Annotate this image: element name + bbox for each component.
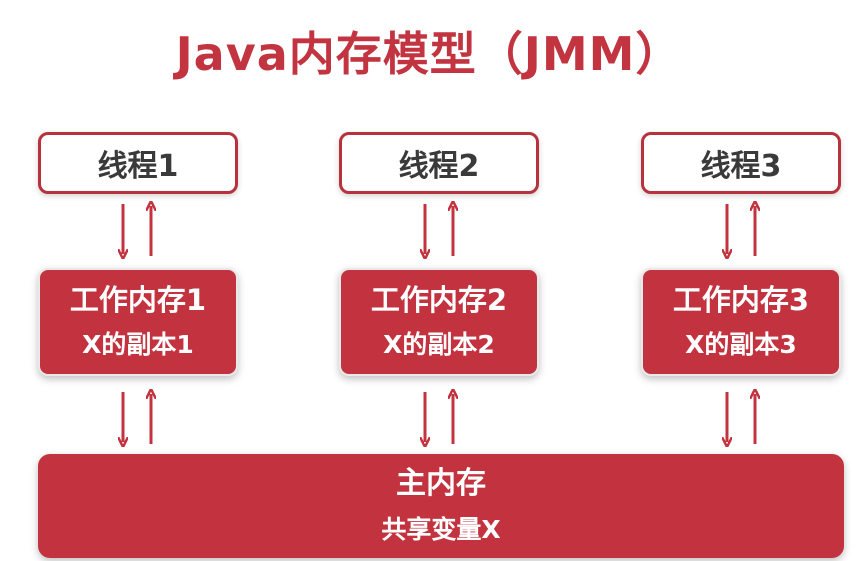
main-memory-box: 主内存 共享变量X (38, 454, 844, 558)
work-memory-3-label: 工作内存3 (672, 283, 810, 317)
work-memory-2-box: 工作内存2 X的副本2 (339, 268, 539, 376)
copy-x-1-label: X的副本1 (82, 330, 194, 359)
work-memory-1-label: 工作内存1 (69, 283, 207, 317)
copy-x-3-label: X的副本3 (685, 330, 797, 359)
work-memory-2-label: 工作内存2 (370, 283, 508, 317)
thread-2-box: 线程2 (339, 132, 539, 194)
diagram-title: Java内存模型（JMM） (175, 27, 683, 81)
thread-1-box: 线程1 (38, 132, 238, 194)
shared-variable-label: 共享变量X (381, 515, 501, 544)
thread-3-box: 线程3 (641, 132, 841, 194)
work-memory-1-box: 工作内存1 X的副本1 (38, 268, 238, 376)
work-memory-3-box: 工作内存3 X的副本3 (641, 268, 841, 376)
main-memory-label: 主内存 (396, 466, 486, 501)
copy-x-2-label: X的副本2 (383, 330, 495, 359)
